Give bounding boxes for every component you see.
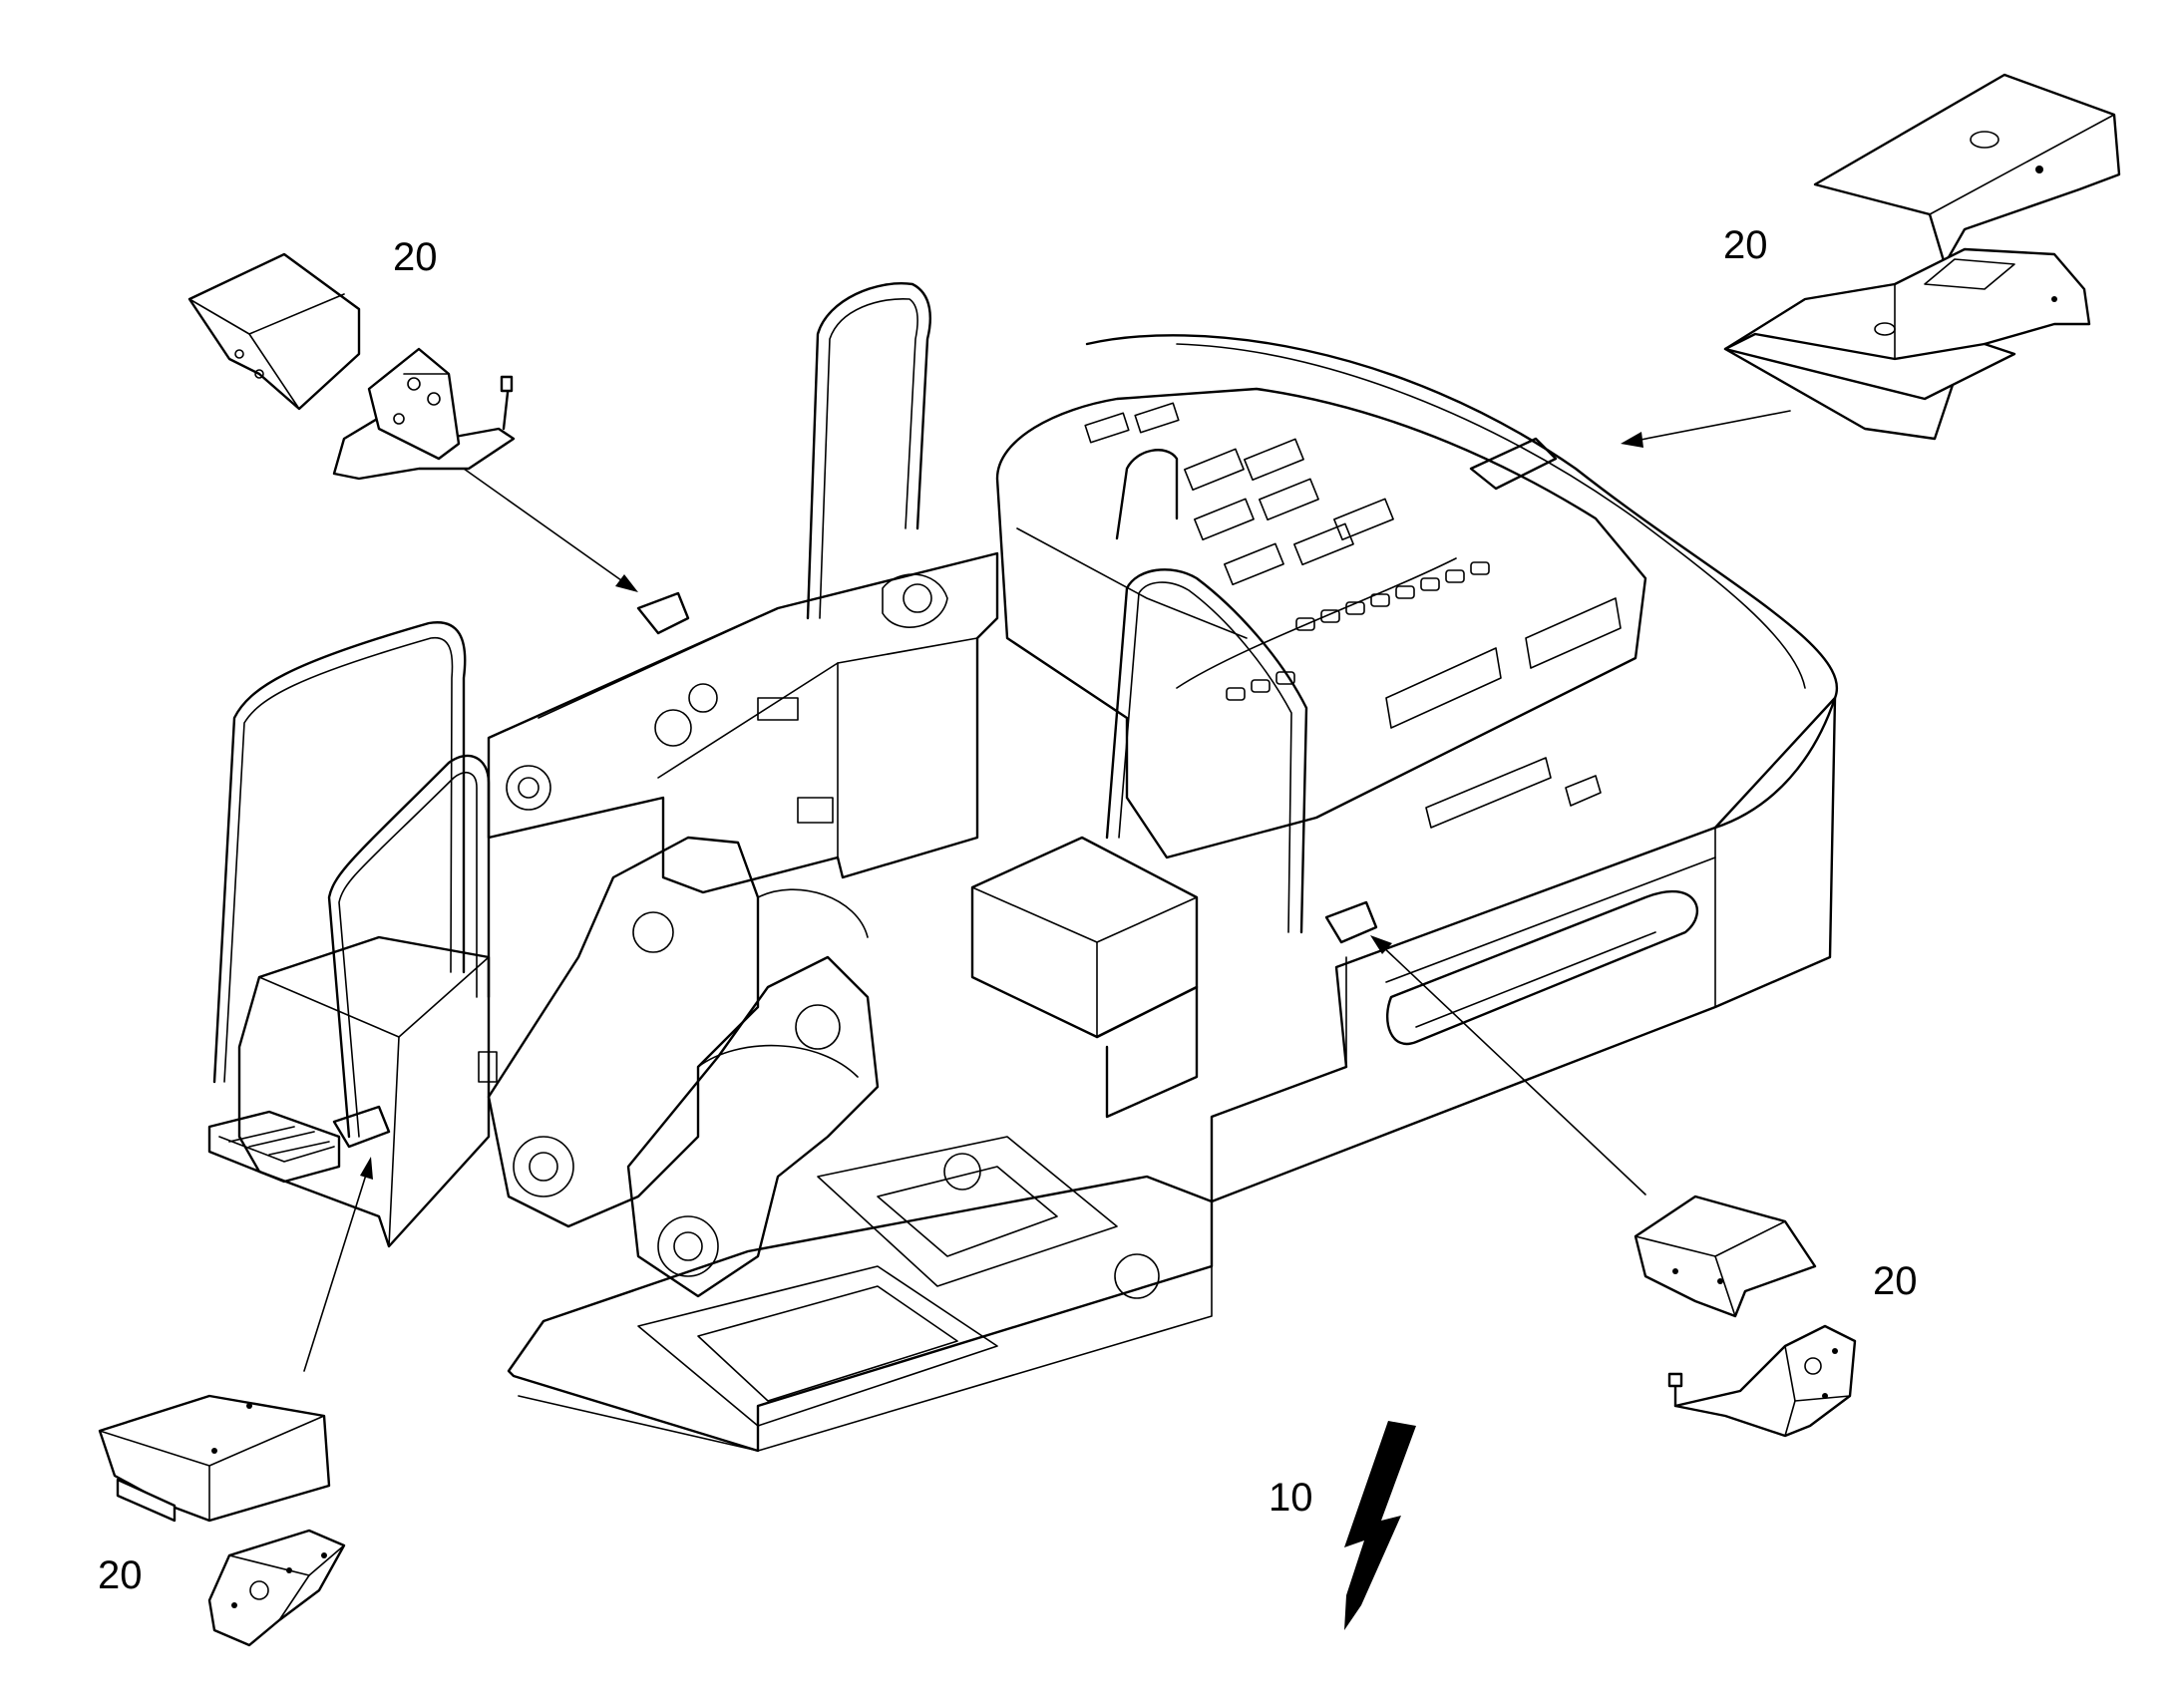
mount-point-center-right	[1324, 900, 1378, 944]
detail-bracket-bottom-right	[1634, 1195, 1857, 1438]
upper-frame-assembly	[207, 282, 1839, 1453]
mount-point-left-top	[636, 591, 690, 635]
detail-bracket-bottom-left	[98, 1394, 346, 1647]
hydraulic-tank-block	[487, 551, 999, 894]
base-deck	[507, 1175, 1214, 1453]
callout-view-marker: 10	[1269, 1476, 1313, 1520]
leader-arrows	[303, 410, 1791, 1372]
handrails	[212, 282, 1308, 1139]
mount-point-left-step	[332, 1105, 391, 1149]
left-step-box	[207, 935, 498, 1248]
callout-bracket-top-right: 20	[1723, 223, 1768, 267]
detail-bracket-top-right	[1723, 73, 2121, 441]
boom-mount-frame	[487, 836, 1160, 1299]
engine-hood	[995, 387, 1647, 859]
rear-counterweight	[1085, 334, 1839, 830]
callout-bracket-bottom-right: 20	[1873, 1259, 1918, 1303]
detail-bracket-top-left	[187, 252, 516, 481]
callout-bracket-top-left: 20	[393, 235, 438, 279]
view-direction-arrow	[1344, 1421, 1416, 1630]
callout-bracket-bottom-left: 20	[98, 1553, 143, 1597]
mount-point-right-top	[1469, 437, 1558, 491]
cab-mount-box	[970, 836, 1199, 1119]
